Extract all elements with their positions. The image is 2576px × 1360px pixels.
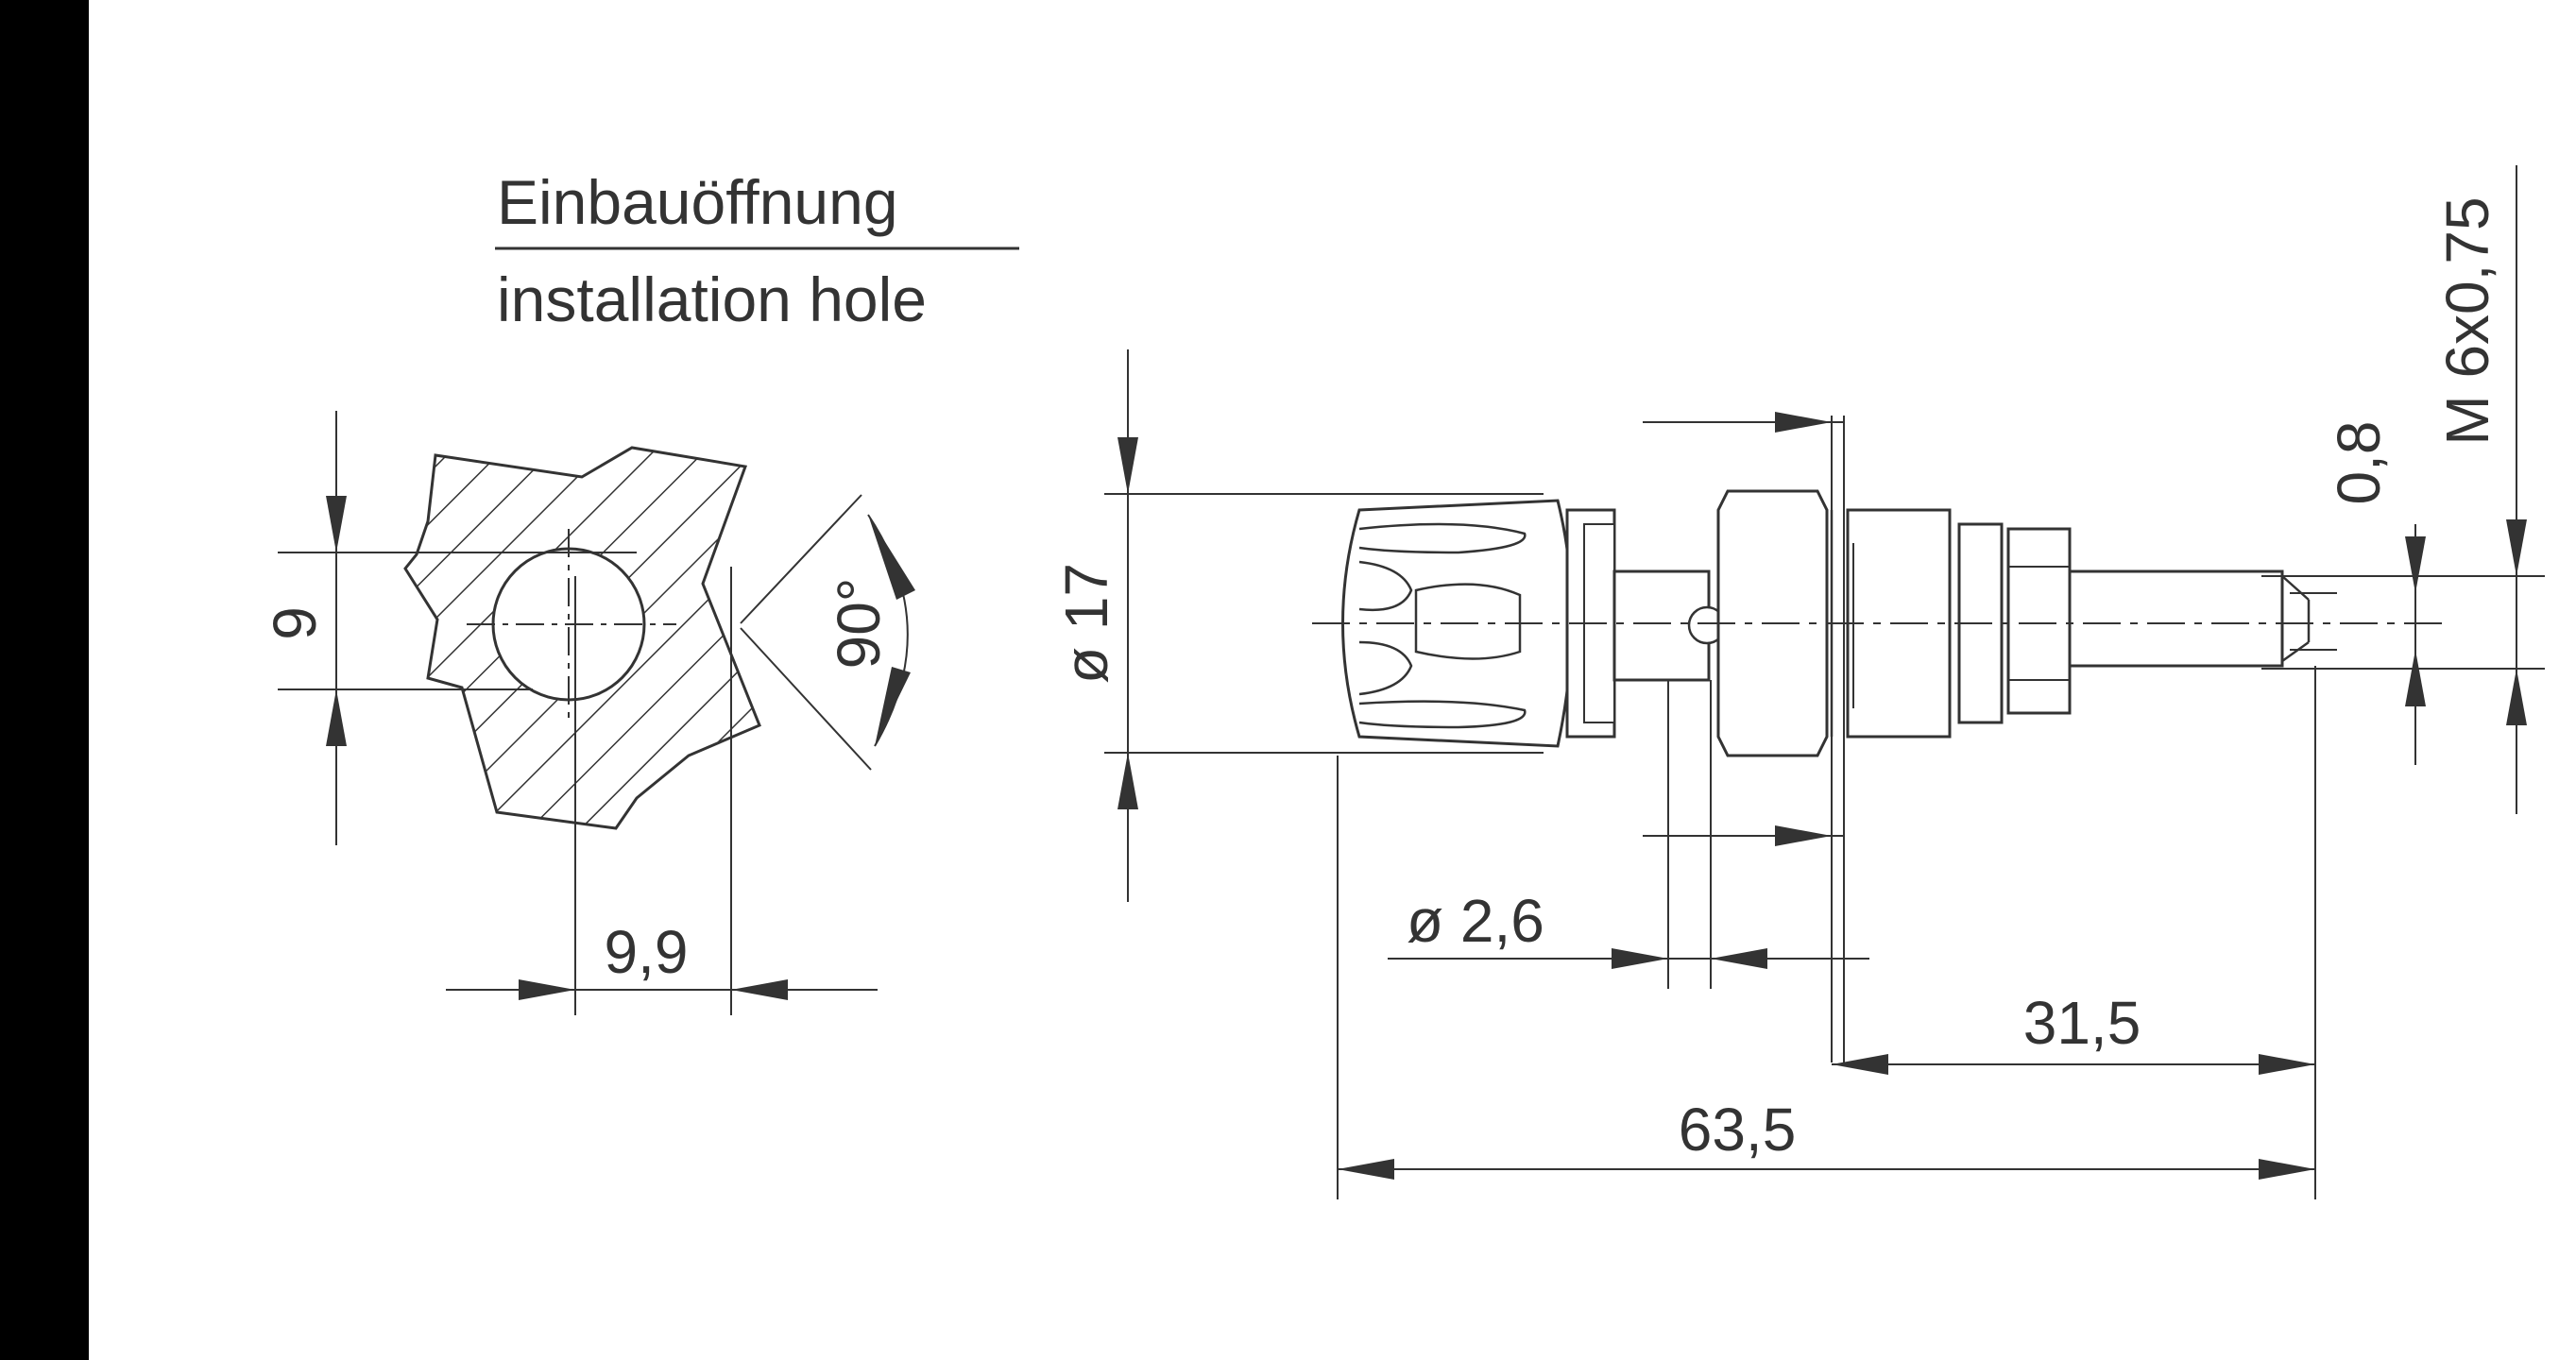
terminal-dimensions (1104, 165, 2545, 1199)
title-en: installation hole (497, 264, 927, 334)
knurl-groove-4 (1358, 640, 1413, 696)
dim-2-6-arrow-right (1711, 948, 1767, 969)
dim-17-arrow-bottom (1117, 753, 1138, 809)
nut-2 (2006, 527, 2072, 715)
dim-63-5-arrow-right (2259, 1159, 2315, 1180)
dim-0-8-arrow-bottom (2405, 650, 2426, 706)
threaded-shaft (2068, 570, 2284, 668)
label-hole-width: 9,9 (605, 918, 689, 986)
label-diameter-pin: ø 2,6 (1407, 887, 1544, 955)
knurl-groove-3 (1414, 583, 1522, 660)
technical-drawing: Einbauöffnung installation hole 9 9,9 90… (261, 165, 2545, 1199)
shaft-chamfer (2281, 575, 2310, 601)
dim-2-6-arrow-left (1612, 948, 1668, 969)
dim-m6-arrow-bottom (2506, 669, 2527, 725)
dim-9-arrow-top (326, 496, 347, 552)
label-length-thread: 31,5 (2023, 989, 2141, 1057)
dim-31-5-arrow-left (1832, 1054, 1888, 1075)
label-thread-step: 0,8 (2325, 421, 2393, 505)
dim-9-9-arrow-left (519, 979, 575, 1000)
dim-9-9-arrow-right (731, 979, 788, 1000)
angle-arrow-top (868, 515, 915, 600)
knurl-groove-1 (1358, 522, 1527, 554)
angle-arrow-bottom (875, 667, 911, 746)
top-offset-arrow (1775, 412, 1832, 433)
mid-offset-arrow (1775, 825, 1832, 846)
shaft-chamfer-b (2281, 640, 2310, 663)
knurl-groove-5 (1358, 700, 1527, 729)
knurl-groove-2 (1358, 560, 1413, 611)
label-hole-height: 9 (261, 606, 329, 640)
installation-hole-view (278, 411, 915, 1015)
dim-31-5-arrow-right (2259, 1054, 2315, 1075)
angle-ext-lower (740, 627, 872, 771)
label-length-total: 63,5 (1679, 1096, 1797, 1164)
label-thread-spec: M 6x0,75 (2433, 196, 2501, 445)
angle-ext-upper (740, 494, 862, 624)
label-diameter-head: ø 17 (1052, 563, 1120, 684)
terminal-side-view (1312, 489, 2446, 757)
dim-9-arrow-bottom (326, 689, 347, 746)
drawing-sheet: Einbauöffnung installation hole 9 9,9 90… (89, 0, 2576, 1360)
dim-63-5-arrow-left (1338, 1159, 1394, 1180)
label-angle: 90° (825, 578, 893, 670)
dim-0-8-arrow-top (2405, 536, 2426, 593)
dim-17-arrow-top (1117, 437, 1138, 494)
dim-m6-arrow-top (2506, 519, 2527, 576)
title-de: Einbauöffnung (497, 167, 898, 237)
